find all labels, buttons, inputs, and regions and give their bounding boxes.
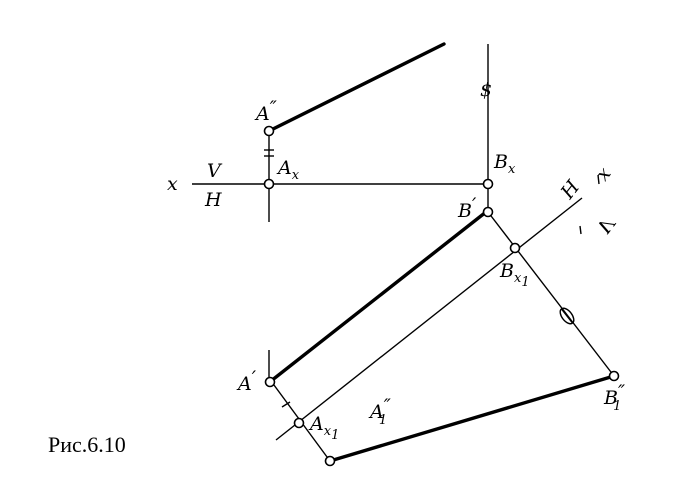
link-B-new xyxy=(487,211,615,377)
equal-mark-circle-bar xyxy=(560,308,574,324)
label-Bx1: Bx1 xyxy=(499,260,530,290)
new-axis-mark-top xyxy=(597,174,600,185)
new-axis-mark-bottom xyxy=(579,225,582,235)
point-Bx1-dot xyxy=(509,242,521,254)
label-Ax: Ax xyxy=(276,157,300,183)
label-A1: A′ xyxy=(236,367,257,395)
plane-H-label: H xyxy=(204,189,222,211)
point-B1pp-dot xyxy=(608,370,620,382)
point-Ax1-dot xyxy=(293,417,305,429)
new-axis-label: x xyxy=(592,163,616,185)
label-A1pp: A″1 xyxy=(368,395,391,428)
point-A1pp-dot xyxy=(324,455,336,467)
point-A1-dot xyxy=(264,376,276,388)
plane-V-label: V xyxy=(207,160,223,182)
point-Bx-dot xyxy=(482,178,494,190)
segment-A1pp-B1pp xyxy=(328,374,616,463)
point-A2-dot xyxy=(263,125,275,137)
label-B1pp: B″1 xyxy=(603,381,625,414)
equal-mark-dollar: $ xyxy=(480,79,492,101)
label-Bx: Bx xyxy=(493,151,516,177)
equal-mark-circle xyxy=(559,307,575,325)
segment-A2-B2 xyxy=(269,42,446,132)
label-B1: B′ xyxy=(457,194,477,222)
point-Ax-dot xyxy=(263,178,275,190)
new-axis-plane-bottom: V xyxy=(592,211,619,237)
figure-caption: Рис.6.10 xyxy=(48,432,126,457)
tick-Ax1 xyxy=(281,401,291,408)
point-B1-dot xyxy=(482,206,494,218)
segment-A1-B1 xyxy=(269,210,488,383)
label-A2: A″ xyxy=(254,97,277,125)
label-Ax1: Ax1 xyxy=(308,413,339,443)
axis-x-label: x xyxy=(167,173,178,195)
axis-x1 xyxy=(275,197,583,441)
